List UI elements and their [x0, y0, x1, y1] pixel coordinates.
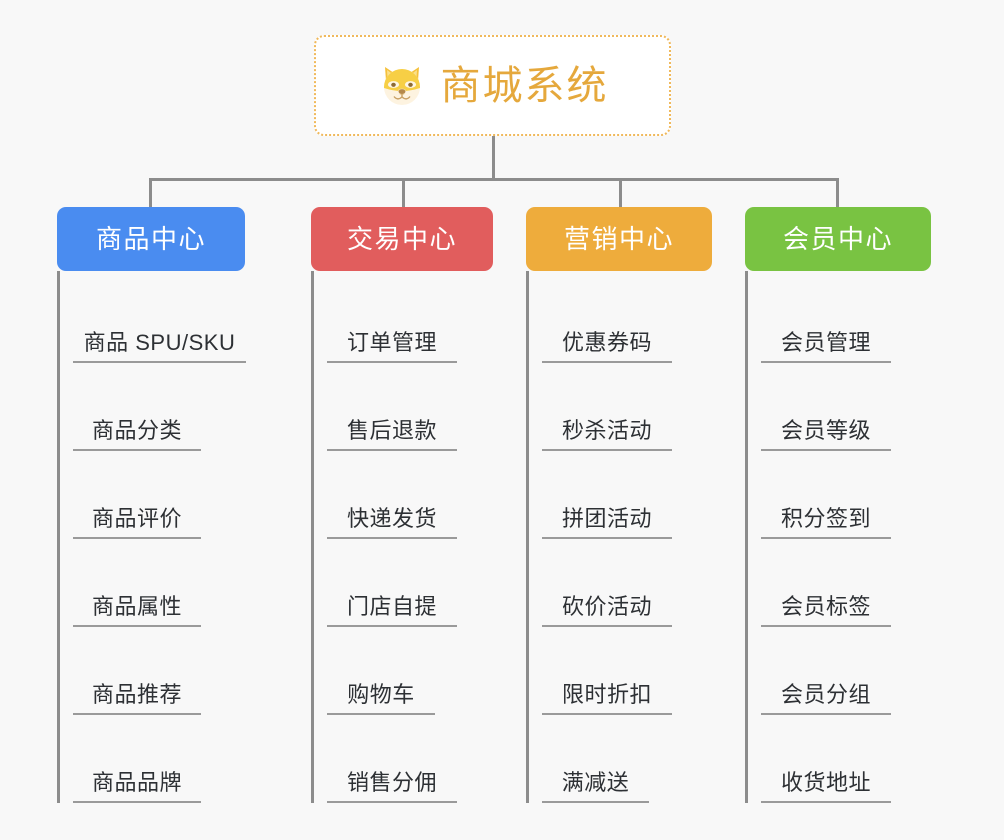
leaf-item[interactable]: 限时折扣: [542, 627, 672, 715]
leaf-item[interactable]: 满减送: [542, 715, 649, 803]
connector-bus: [149, 178, 839, 181]
leaf-item-label: 销售分佣: [346, 769, 437, 795]
leaf-item-label: 商品评价: [91, 505, 182, 531]
category-box-member-center[interactable]: 会员中心: [745, 207, 931, 271]
leaf-item-label: 购物车: [347, 681, 415, 707]
leaf-item-label: 秒杀活动: [561, 417, 652, 443]
leaf-item-label: 商品推荐: [91, 681, 182, 707]
leaf-item[interactable]: 门店自提: [327, 539, 457, 627]
leaf-item[interactable]: 商品属性: [73, 539, 201, 627]
leaf-item-label: 快递发货: [346, 505, 437, 531]
leaf-item-label: 会员等级: [780, 417, 871, 443]
leaf-item-label: 商品属性: [91, 593, 182, 619]
leaf-item-label: 会员标签: [780, 593, 871, 619]
leaf-item[interactable]: 拼团活动: [542, 451, 672, 539]
leaf-item-label: 收货地址: [780, 769, 871, 795]
leaf-item[interactable]: 商品 SPU/SKU: [73, 275, 246, 363]
leaf-item[interactable]: 秒杀活动: [542, 363, 672, 451]
category-box-product-center[interactable]: 商品中心: [57, 207, 245, 271]
leaf-item[interactable]: 会员等级: [761, 363, 891, 451]
column-spine: [311, 271, 314, 803]
leaf-item[interactable]: 优惠券码: [542, 275, 672, 363]
root-node[interactable]: 商城系统: [314, 35, 671, 136]
leaf-item[interactable]: 会员分组: [761, 627, 891, 715]
leaf-item[interactable]: 商品分类: [73, 363, 201, 451]
leaf-item-label: 会员分组: [780, 681, 871, 707]
leaf-item-label: 砍价活动: [561, 593, 652, 619]
leaf-item-label: 会员管理: [780, 329, 871, 355]
leaf-item[interactable]: 会员标签: [761, 539, 891, 627]
connector-root-stem: [492, 136, 495, 180]
connector-drop-member: [836, 178, 839, 208]
connector-drop-trade: [402, 178, 405, 208]
leaf-item[interactable]: 收货地址: [761, 715, 891, 803]
category-box-trade-center[interactable]: 交易中心: [311, 207, 493, 271]
leaf-item-label: 拼团活动: [561, 505, 652, 531]
leaf-item[interactable]: 订单管理: [327, 275, 457, 363]
leaf-item-label: 商品分类: [91, 417, 182, 443]
leaf-item[interactable]: 售后退款: [327, 363, 457, 451]
connector-drop-product: [149, 178, 152, 208]
category-label: 会员中心: [782, 224, 893, 254]
column-spine: [57, 271, 60, 803]
column-spine: [745, 271, 748, 803]
leaf-item-label: 优惠券码: [561, 329, 652, 355]
leaf-item[interactable]: 商品推荐: [73, 627, 201, 715]
category-label: 商品中心: [95, 224, 206, 254]
leaf-item[interactable]: 砍价活动: [542, 539, 672, 627]
leaf-item-label: 售后退款: [346, 417, 437, 443]
leaf-item[interactable]: 快递发货: [327, 451, 457, 539]
connector-drop-marketing: [619, 178, 622, 208]
leaf-item-label: 满减送: [561, 769, 630, 795]
leaf-item-label: 商品 SPU/SKU: [83, 329, 236, 355]
shiba-dog-icon: [377, 61, 427, 111]
leaf-item-label: 商品品牌: [91, 769, 182, 795]
category-box-marketing-center[interactable]: 营销中心: [526, 207, 712, 271]
leaf-item[interactable]: 会员管理: [761, 275, 891, 363]
leaf-item-label: 限时折扣: [561, 681, 652, 707]
leaf-item-label: 订单管理: [346, 329, 437, 355]
category-label: 交易中心: [346, 224, 457, 254]
column-spine: [526, 271, 529, 803]
leaf-item[interactable]: 购物车: [327, 627, 435, 715]
leaf-item[interactable]: 商品评价: [73, 451, 201, 539]
root-title: 商城系统: [440, 63, 609, 108]
leaf-item[interactable]: 销售分佣: [327, 715, 457, 803]
leaf-item-label: 积分签到: [780, 505, 871, 531]
leaf-item[interactable]: 商品品牌: [73, 715, 201, 803]
leaf-item[interactable]: 积分签到: [761, 451, 891, 539]
category-label: 营销中心: [563, 224, 674, 254]
leaf-item-label: 门店自提: [346, 593, 437, 619]
